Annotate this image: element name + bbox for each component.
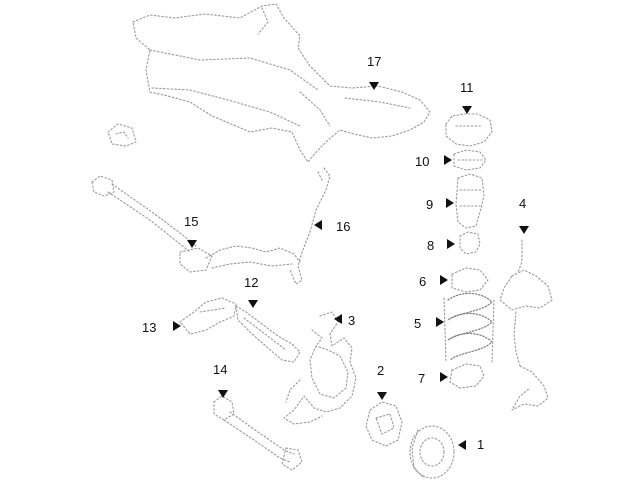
callout-11-pointer <box>462 106 472 114</box>
callout-1-pointer <box>458 440 466 450</box>
part-hub-bearing <box>365 401 403 447</box>
callout-6: 6 <box>419 274 448 289</box>
callout-6-label: 6 <box>419 274 426 289</box>
callout-5: 5 <box>414 316 444 331</box>
callout-8-pointer <box>447 239 455 249</box>
callout-13-label: 13 <box>142 320 156 335</box>
callout-3: 3 <box>334 313 355 328</box>
callout-8: 8 <box>427 238 455 253</box>
callout-14-label: 14 <box>213 362 227 377</box>
part-bearing-plate <box>453 149 487 171</box>
callout-5-label: 5 <box>414 316 421 331</box>
callout-2-label: 2 <box>377 363 384 378</box>
callout-4-pointer <box>519 226 529 234</box>
callout-7-label: 7 <box>418 371 425 386</box>
callout-17: 17 <box>367 54 381 90</box>
callout-11-label: 11 <box>460 80 474 95</box>
part-rod <box>289 167 331 285</box>
callout-16: 16 <box>314 219 350 234</box>
part-boot <box>455 173 485 229</box>
callout-11: 11 <box>460 80 474 114</box>
callout-10: 10 <box>415 154 452 169</box>
part-lower-arm <box>235 305 301 363</box>
callout-10-pointer <box>444 155 452 165</box>
part-coil-spring <box>443 292 495 363</box>
callout-6-pointer <box>440 275 448 285</box>
callout-15-label: 15 <box>184 214 198 229</box>
callout-1-label: 1 <box>477 437 484 452</box>
callout-3-label: 3 <box>348 313 355 328</box>
callout-17-pointer <box>369 82 379 90</box>
part-spacer <box>459 231 481 255</box>
callout-12-label: 12 <box>244 275 258 290</box>
part-upper-mount <box>445 113 493 147</box>
part-toe-arm <box>213 395 303 471</box>
part-lower-insulator <box>449 363 485 389</box>
callout-10-label: 10 <box>415 154 429 169</box>
part-upper-seat <box>451 267 489 293</box>
part-strut-assembly <box>499 239 553 411</box>
part-knuckle <box>283 311 357 425</box>
callout-3-pointer <box>334 314 342 324</box>
callout-14-pointer <box>218 390 228 398</box>
callout-16-pointer <box>314 220 322 230</box>
callout-17-label: 17 <box>367 54 381 69</box>
callout-14: 14 <box>213 362 228 398</box>
callout-4-label: 4 <box>519 196 526 211</box>
part-bracket <box>107 123 137 147</box>
callout-1: 1 <box>458 437 484 452</box>
callout-7-pointer <box>440 372 448 382</box>
callout-4: 4 <box>519 196 529 234</box>
callout-12-pointer <box>248 300 258 308</box>
callout-9: 9 <box>426 197 454 212</box>
callout-9-label: 9 <box>426 197 433 212</box>
callout-16-label: 16 <box>336 219 350 234</box>
callout-5-pointer <box>436 317 444 327</box>
callout-8-label: 8 <box>427 238 434 253</box>
callout-12: 12 <box>244 275 258 308</box>
callout-13: 13 <box>142 320 181 335</box>
callout-2: 2 <box>377 363 387 400</box>
part-subframe <box>132 3 431 163</box>
callout-2-pointer <box>377 392 387 400</box>
callout-15-pointer <box>187 240 197 248</box>
part-rotor <box>409 425 455 479</box>
callout-7: 7 <box>418 371 448 386</box>
callout-15: 15 <box>184 214 198 248</box>
callout-9-pointer <box>446 198 454 208</box>
part-trailing-arm <box>179 297 237 335</box>
callout-13-pointer <box>173 321 181 331</box>
